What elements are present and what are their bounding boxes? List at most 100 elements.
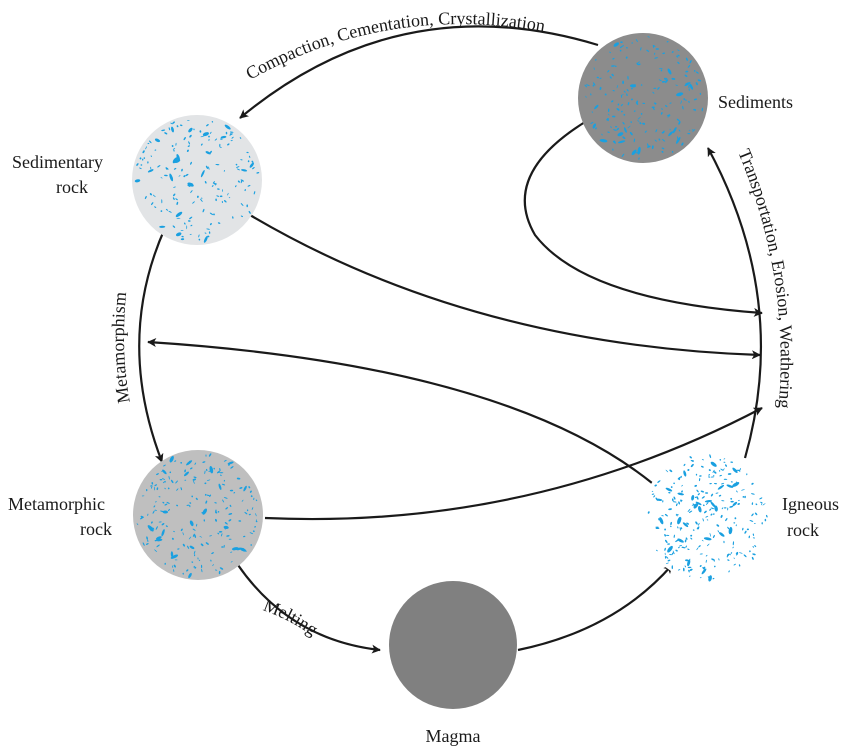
texture-fleck	[194, 462, 197, 465]
texture-fleck	[139, 157, 142, 160]
texture-fleck	[640, 47, 642, 51]
texture-fleck	[189, 545, 195, 550]
arrow-sediments-to-sedimentary	[239, 25, 599, 119]
texture-fleck	[199, 130, 202, 133]
texture-fleck	[206, 494, 210, 496]
texture-fleck	[134, 179, 141, 183]
texture-fleck	[706, 502, 709, 505]
texture-fleck	[200, 198, 203, 202]
texture-fleck	[252, 530, 255, 533]
texture-fleck	[635, 39, 638, 43]
texture-fleck	[229, 131, 234, 133]
texture-fleck	[703, 510, 707, 514]
texture-fleck	[151, 202, 154, 206]
texture-fleck	[194, 566, 197, 569]
texture-fleck	[180, 461, 183, 464]
texture-fleck	[176, 201, 179, 206]
texture-fleck	[642, 102, 646, 105]
texture-fleck	[177, 548, 180, 550]
texture-fleck	[676, 55, 679, 58]
texture-fleck	[737, 499, 740, 502]
texture-fleck	[644, 130, 647, 133]
texture-fleck	[689, 456, 692, 459]
texture-fleck	[168, 475, 170, 480]
texture-fleck	[253, 497, 255, 501]
texture-fleck	[182, 543, 186, 547]
texture-fleck	[662, 130, 665, 134]
texture-fleck	[169, 471, 172, 474]
texture-fleck	[720, 482, 725, 485]
texture-fleck	[172, 157, 178, 164]
texture-fleck	[255, 499, 258, 502]
texture-fleck	[205, 500, 208, 504]
texture-fleck	[679, 93, 681, 96]
texture-fleck	[188, 536, 192, 540]
texture-fleck	[665, 79, 668, 84]
texture-fleck	[667, 559, 671, 562]
texture-fleck	[623, 113, 626, 116]
texture-fleck	[640, 113, 643, 115]
texture-fleck	[719, 474, 723, 477]
texture-fleck	[214, 138, 218, 141]
texture-fleck	[684, 74, 688, 77]
texture-fleck	[739, 552, 743, 554]
texture-fleck	[585, 95, 587, 98]
texture-fleck	[706, 543, 710, 547]
texture-fleck	[708, 474, 711, 476]
texture-fleck	[184, 469, 186, 473]
texture-fleck	[224, 124, 231, 130]
texture-fleck	[667, 545, 673, 553]
texture-fleck	[681, 490, 683, 493]
arrow-magma-to-igneous	[517, 564, 673, 652]
texture-fleck	[228, 463, 231, 466]
texture-fleck	[733, 522, 736, 524]
texture-fleck	[661, 81, 666, 82]
texture-fleck	[184, 222, 186, 225]
texture-fleck	[620, 104, 623, 107]
texture-fleck	[214, 184, 216, 186]
texture-fleck	[150, 166, 152, 170]
texture-fleck	[608, 113, 610, 116]
texture-fleck	[187, 145, 190, 147]
texture-fleck	[170, 122, 173, 125]
texture-fleck	[754, 512, 758, 516]
texture-fleck	[174, 159, 181, 164]
texture-fleck	[686, 522, 690, 525]
texture-fleck	[730, 461, 734, 463]
texture-fleck	[186, 504, 190, 506]
texture-fleck	[691, 460, 694, 462]
texture-fleck	[666, 40, 669, 43]
texture-fleck	[240, 159, 243, 161]
texture-fleck	[152, 510, 155, 514]
texture-fleck	[661, 150, 664, 153]
texture-fleck	[592, 82, 596, 86]
texture-fleck	[160, 510, 164, 513]
texture-fleck	[647, 143, 649, 147]
texture-fleck	[230, 561, 233, 563]
texture-fleck	[652, 45, 655, 49]
texture-fleck	[595, 59, 597, 61]
texture-fleck	[688, 85, 690, 88]
texture-fleck	[164, 562, 166, 565]
texture-fleck	[671, 51, 674, 53]
texture-fleck	[161, 129, 166, 132]
texture-fleck	[228, 519, 232, 522]
texture-fleck	[669, 525, 672, 528]
texture-fleck	[201, 511, 205, 514]
texture-fleck	[172, 225, 176, 228]
texture-fleck	[251, 160, 254, 163]
texture-fleck	[183, 136, 186, 141]
texture-fleck	[662, 500, 664, 503]
texture-fleck	[200, 543, 204, 547]
texture-fleck	[672, 550, 675, 555]
texture-fleck	[677, 49, 680, 51]
texture-fleck	[672, 127, 677, 134]
texture-fleck	[697, 493, 700, 496]
texture-fleck	[250, 495, 253, 498]
texture-fleck	[665, 562, 669, 564]
texture-fleck	[698, 505, 702, 513]
texture-fleck	[691, 129, 694, 131]
texture-fleck	[664, 547, 666, 551]
texture-fleck	[762, 503, 766, 506]
texture-fleck	[692, 529, 695, 531]
